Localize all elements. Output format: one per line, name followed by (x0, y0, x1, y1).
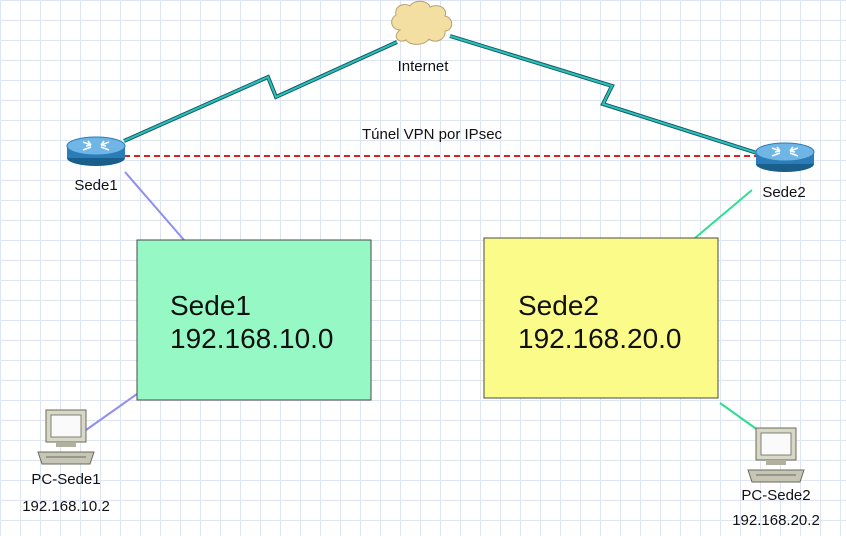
pc1-ip: 192.168.10.2 (22, 498, 110, 515)
router2-label: Sede2 (762, 184, 806, 201)
pc2-ip: 192.168.20.2 (732, 512, 820, 529)
vpn-tunnel-label: Túnel VPN por IPsec (361, 126, 503, 143)
router1-label: Sede1 (74, 177, 118, 194)
link-router2-sede2 (694, 189, 753, 239)
network-sede1-box (136, 239, 372, 401)
network-sede1-text: Sede1 192.168.10.0 (170, 289, 334, 355)
cloud-icon (391, 0, 453, 45)
network-sede1-name: Sede1 (170, 290, 251, 321)
router-icon (755, 142, 815, 172)
link-router1-sede1 (124, 171, 185, 241)
router-icon (66, 136, 126, 166)
link-internet-router2 (449, 34, 761, 156)
link-sede2-pc2 (719, 402, 763, 434)
internet-label: Internet (397, 58, 449, 75)
pc-icon (747, 427, 805, 483)
link-sede1-pc1 (85, 393, 138, 431)
network-sede2-text: Sede2 192.168.20.0 (518, 289, 682, 355)
pc-icon (37, 409, 95, 465)
network-sede2-address: 192.168.20.0 (518, 323, 682, 354)
pc2-label: PC-Sede2 (741, 487, 811, 504)
network-sede2-name: Sede2 (518, 290, 599, 321)
network-sede1-address: 192.168.10.0 (170, 323, 334, 354)
network-sede2-box (483, 237, 719, 399)
pc1-label: PC-Sede1 (31, 471, 101, 488)
link-router1-internet (123, 40, 398, 143)
